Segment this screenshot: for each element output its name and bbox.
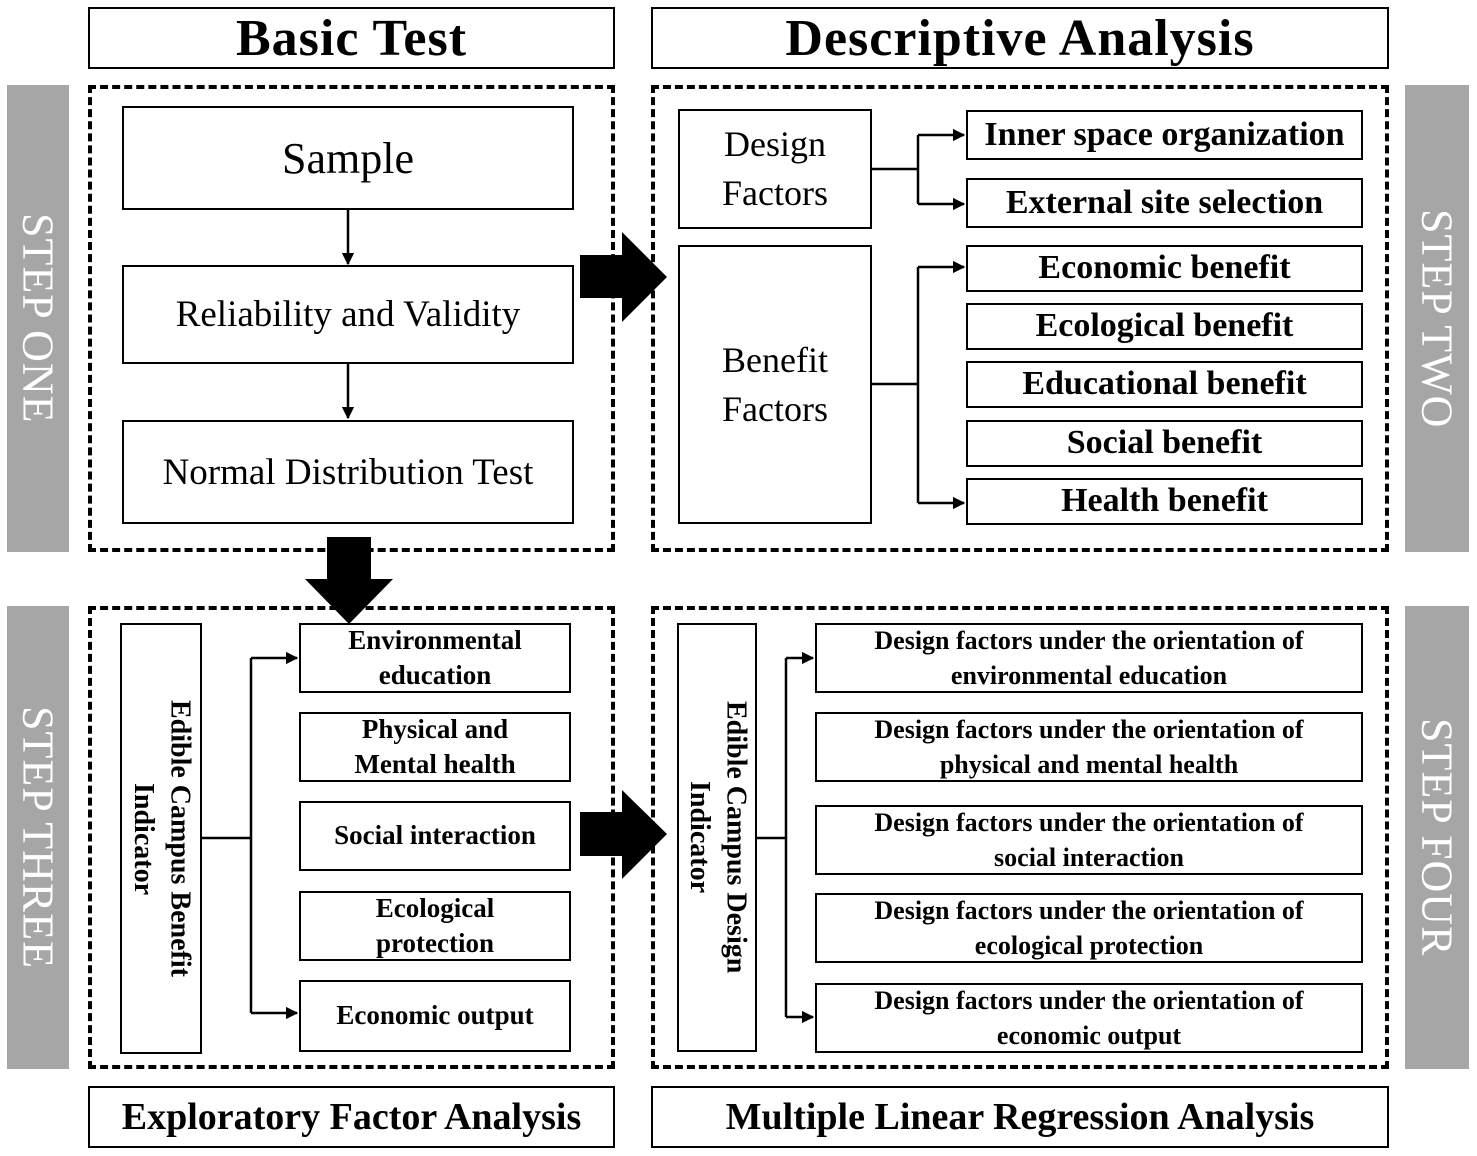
box-health-benefit: Health benefit <box>966 478 1363 525</box>
step-three-band: STEP THREE <box>7 606 69 1069</box>
panel-step-four <box>651 606 1389 1069</box>
box-normal-distribution-test: Normal Distribution Test <box>122 420 574 524</box>
panel-step-one <box>88 85 615 552</box>
title-descriptive-analysis: Descriptive Analysis <box>651 7 1389 69</box>
box-design-ecological-protection: Design factors under the orientation of … <box>815 893 1363 963</box>
step-four-label: STEP FOUR <box>1412 718 1462 957</box>
box-social-benefit: Social benefit <box>966 420 1363 467</box>
step-three-label: STEP THREE <box>13 705 63 970</box>
step-one-band: STEP ONE <box>7 85 69 552</box>
box-educational-benefit: Educational benefit <box>966 361 1363 408</box>
benefit-factors-connector <box>872 260 966 510</box>
benefit-indicator-label: Edible Campus Benefit Indicator <box>128 700 196 977</box>
box-ecological-protection: Ecological protection <box>299 891 571 961</box>
box-design-factors: Design Factors <box>678 109 872 229</box>
step-one-label: STEP ONE <box>13 213 63 424</box>
title-multiple-linear-regression-analysis: Multiple Linear Regression Analysis <box>651 1086 1389 1148</box>
box-edible-campus-design-indicator: Edible Campus Design Indicator <box>677 623 757 1052</box>
step-four-band: STEP FOUR <box>1405 606 1469 1069</box>
box-sample: Sample <box>122 106 574 210</box>
box-edible-campus-benefit-indicator: Edible Campus Benefit Indicator <box>120 623 202 1054</box>
design-factors-connector <box>872 128 966 211</box>
box-inner-space-organization: Inner space organization <box>966 110 1363 160</box>
box-design-physical-mental-health: Design factors under the orientation of … <box>815 712 1363 782</box>
box-design-economic-output: Design factors under the orientation of … <box>815 983 1363 1053</box>
big-arrow-step-one-to-two <box>580 232 667 322</box>
box-social-interaction: Social interaction <box>299 801 571 871</box>
title-exploratory-factor-analysis: Exploratory Factor Analysis <box>88 1086 615 1148</box>
panel-step-two <box>651 85 1389 552</box>
box-economic-benefit: Economic benefit <box>966 245 1363 292</box>
design-indicator-label: Edible Campus Design Indicator <box>684 701 752 974</box>
box-environmental-education: Environmental education <box>299 623 571 693</box>
big-arrow-step-three-to-four <box>580 790 667 879</box>
box-design-environmental-education: Design factors under the orientation of … <box>815 623 1363 693</box>
box-reliability-validity: Reliability and Validity <box>122 265 574 364</box>
benefit-indicator-connector <box>202 651 299 1020</box>
big-arrow-step-one-to-three <box>305 537 393 624</box>
step-two-band: STEP TWO <box>1405 85 1469 552</box>
title-basic-test: Basic Test <box>88 7 615 69</box>
box-ecological-benefit: Ecological benefit <box>966 303 1363 350</box>
panel-step-three <box>88 606 615 1069</box>
box-physical-mental-health: Physical and Mental health <box>299 712 571 782</box>
box-benefit-factors: Benefit Factors <box>678 245 872 524</box>
box-design-social-interaction: Design factors under the orientation of … <box>815 805 1363 875</box>
step-two-label: STEP TWO <box>1412 208 1462 429</box>
design-indicator-connector <box>757 651 815 1024</box>
box-economic-output: Economic output <box>299 980 571 1052</box>
box-external-site-selection: External site selection <box>966 178 1363 228</box>
